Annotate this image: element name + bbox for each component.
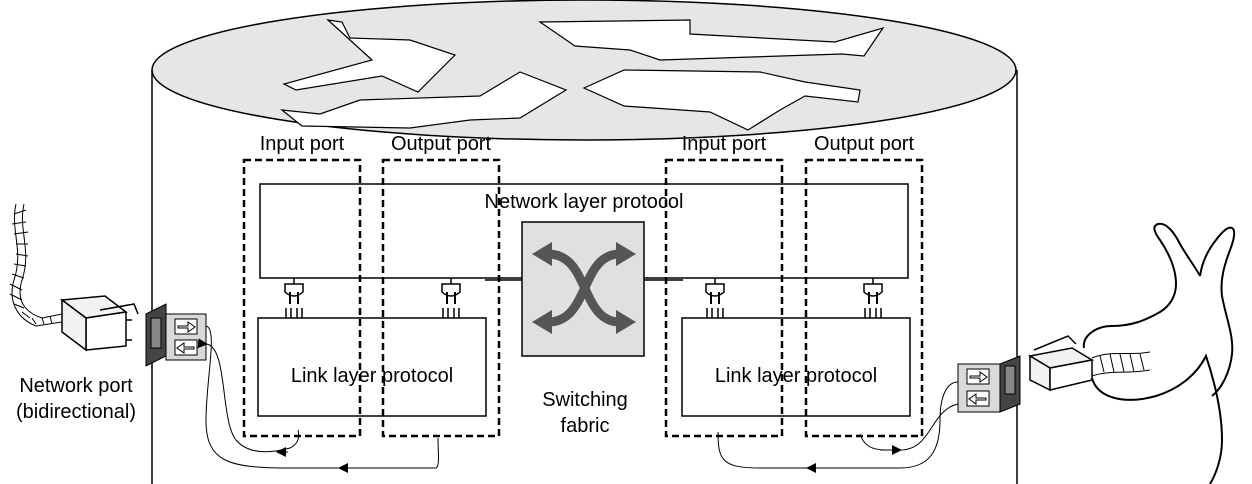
port-jack-icon [145, 303, 207, 367]
power-plug-icon [284, 278, 304, 318]
switching-fabric-label-2: fabric [561, 415, 610, 437]
port-jack-icon [957, 355, 1021, 413]
power-plug-icon [705, 278, 725, 318]
input-port-label-right: Input port [682, 133, 767, 155]
output-port-box-right [804, 158, 924, 438]
input-port-label-left: Input port [260, 133, 345, 155]
router-cylinder-icon [151, 0, 1018, 484]
network-layer-label: Network layer protocol [485, 191, 684, 213]
link-layer-box-left [257, 317, 487, 417]
rj45-plug-icon [59, 295, 139, 352]
rj45-plug-icon [1027, 335, 1095, 392]
data-flow-paths [197, 325, 959, 473]
network-port-label-2: (bidirectional) [16, 401, 136, 423]
cable-icon [1091, 351, 1151, 377]
cable-icon [9, 203, 63, 327]
power-plug-icon [441, 278, 461, 318]
hand-icon [1082, 222, 1236, 484]
input-port-box-left [242, 158, 362, 438]
power-plug-icon [863, 278, 883, 318]
switching-fabric-label-1: Switching [542, 389, 628, 411]
link-layer-label-left: Link layer protocol [291, 365, 453, 387]
network-port-label-1: Network port [19, 375, 133, 397]
switching-fabric-icon [521, 221, 645, 357]
output-port-label-right: Output port [814, 133, 915, 155]
link-layer-label-right: Link layer protocol [715, 365, 877, 387]
output-port-box-left [381, 158, 501, 438]
output-port-label-left: Output port [391, 133, 492, 155]
link-layer-box-right [681, 317, 911, 417]
input-port-box-right [664, 158, 784, 438]
